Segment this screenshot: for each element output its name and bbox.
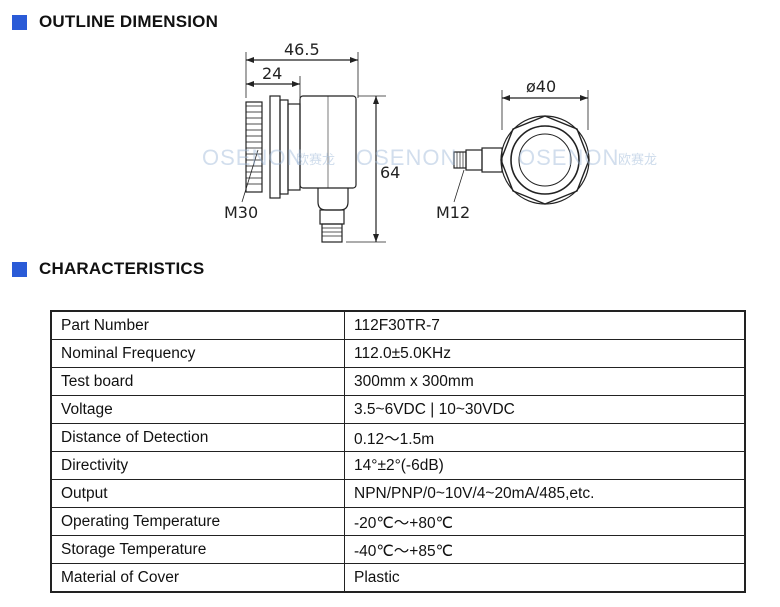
watermark-brand: OSENON	[202, 145, 303, 170]
row-label: Distance of Detection	[50, 423, 345, 452]
section-header-outline: OUTLINE DIMENSION	[12, 12, 218, 32]
row-value: 112.0±5.0KHz	[344, 339, 746, 368]
row-label: Voltage	[50, 395, 345, 424]
table-row: Operating Temperature-20℃～+80℃	[50, 507, 746, 536]
section-marker-icon	[12, 14, 27, 30]
row-label: Material of Cover	[50, 563, 345, 593]
thread-label-connector: M12	[436, 203, 470, 222]
row-label: Output	[50, 479, 345, 508]
row-value: -20℃～+80℃	[344, 507, 746, 536]
row-value: 3.5~6VDC | 10~30VDC	[344, 395, 746, 424]
table-row: Storage Temperature-40℃～+85℃	[50, 535, 746, 564]
row-value: -40℃～+85℃	[344, 535, 746, 564]
row-label: Storage Temperature	[50, 535, 345, 564]
watermark-brand-3: OSENON	[518, 145, 619, 170]
row-value: 14°±2°(-6dB)	[344, 451, 746, 480]
outline-drawing: OSENON 欧赛龙 OSENON OSENON 欧赛龙 46.5 24 64 …	[202, 40, 657, 243]
row-label: Operating Temperature	[50, 507, 345, 536]
row-label: Test board	[50, 367, 345, 396]
row-value: 300mm x 300mm	[344, 367, 746, 396]
section-marker-icon	[12, 261, 27, 277]
watermark-cn: 欧赛龙	[296, 152, 335, 168]
dim-label-diameter: ø40	[526, 77, 556, 96]
row-label: Nominal Frequency	[50, 339, 345, 368]
thread-label-main: M30	[224, 203, 258, 222]
dim-label-height: 64	[380, 163, 400, 182]
row-label: Part Number	[50, 310, 345, 340]
dim-label-total: 46.5	[284, 40, 320, 59]
row-value: Plastic	[344, 563, 746, 593]
row-label: Directivity	[50, 451, 345, 480]
row-value: NPN/PNP/0~10V/4~20mA/485,etc.	[344, 479, 746, 508]
section-title-outline: OUTLINE DIMENSION	[39, 12, 219, 31]
section-header-characteristics: CHARACTERISTICS	[12, 259, 204, 279]
row-value: 0.12～1.5m	[344, 423, 746, 452]
row-value: 112F30TR-7	[344, 310, 746, 340]
section-title-characteristics: CHARACTERISTICS	[39, 259, 205, 278]
dim-label-body: 24	[262, 64, 282, 83]
watermark-brand-2: OSENON	[356, 145, 457, 170]
watermark-cn-2: 欧赛龙	[618, 152, 657, 168]
